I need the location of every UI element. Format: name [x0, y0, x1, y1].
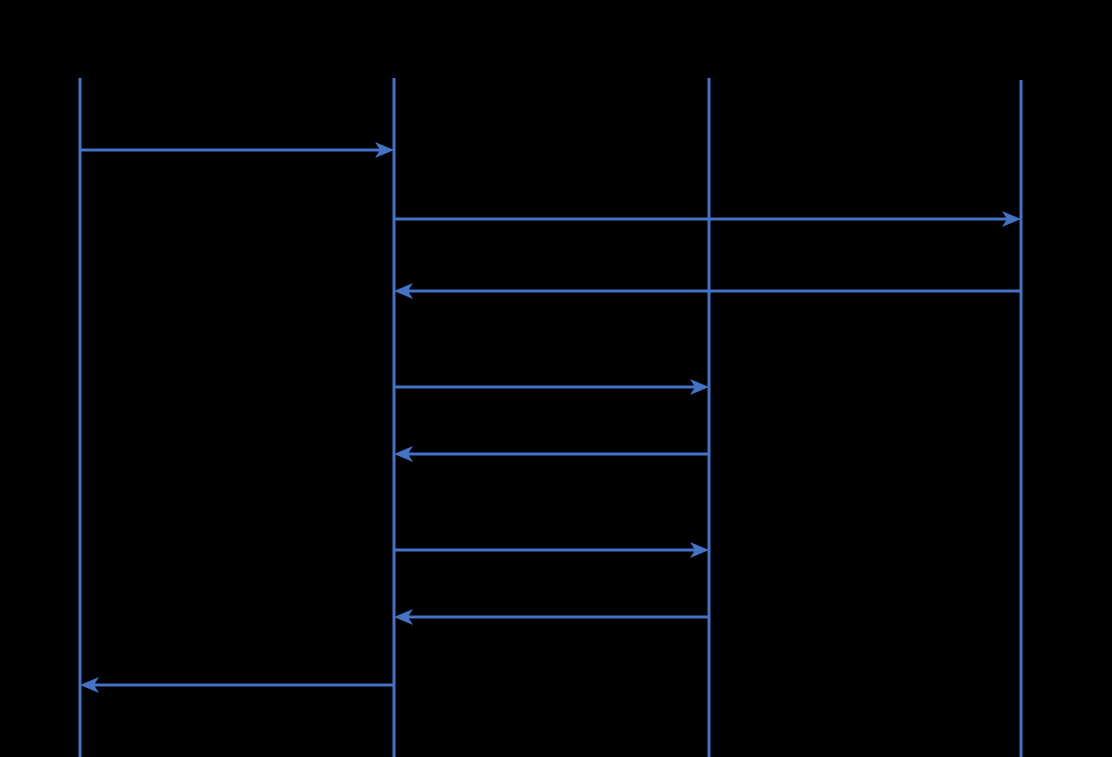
- message-5-arrowhead: [394, 446, 413, 462]
- message-3-arrowhead: [394, 283, 413, 299]
- message-4-arrowhead: [690, 379, 709, 395]
- message-8-arrowhead: [80, 677, 99, 693]
- message-7-arrowhead: [394, 609, 413, 625]
- message-1-arrowhead: [375, 142, 394, 158]
- message-6-arrowhead: [690, 542, 709, 558]
- message-2-arrowhead: [1002, 211, 1021, 227]
